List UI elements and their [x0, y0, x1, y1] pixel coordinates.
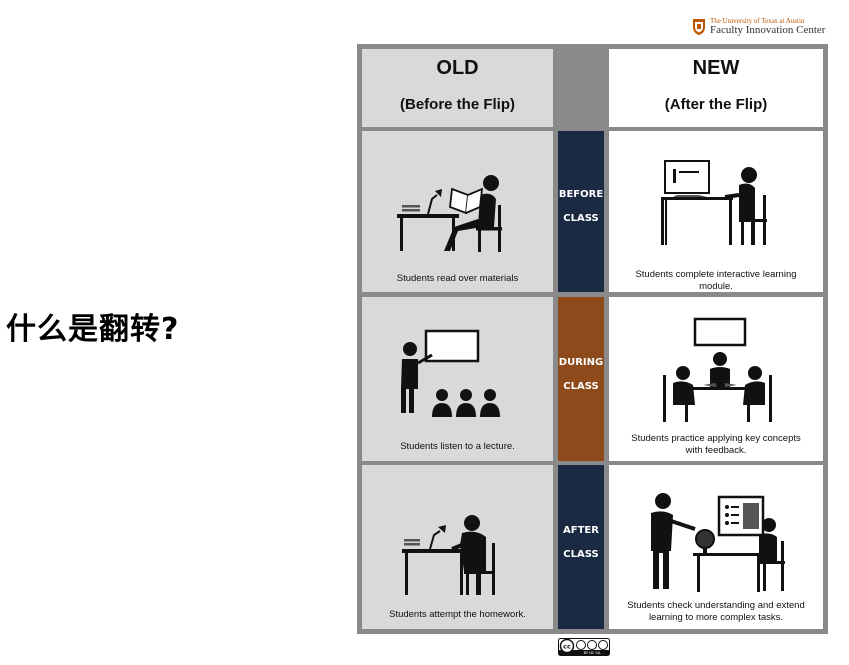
logo-line-1: The University of Texas at Austin — [710, 17, 805, 25]
new-after-class-cell: Students check understanding and extend … — [609, 465, 823, 629]
new-subtitle: (After the Flip) — [664, 96, 768, 113]
old-after-caption: Students attempt the homework. — [389, 609, 526, 620]
ut-austin-logo: The University of Texas at Austin Facult… — [692, 15, 825, 39]
student-reading-illustration — [397, 175, 502, 252]
cc-badge-text: cc — [563, 643, 571, 651]
old-during-class-cell: Students listen to a lecture. — [362, 297, 553, 461]
old-after-class-cell: Students attempt the homework. — [362, 465, 553, 629]
during-class-label: DURING CLASS — [558, 297, 604, 461]
old-title: OLD — [436, 57, 479, 79]
header-spacer — [558, 49, 604, 127]
old-during-caption: Students listen to a lecture. — [400, 441, 515, 452]
new-after-caption: Students check understanding and extend … — [627, 600, 805, 623]
during-label-top: DURING — [558, 357, 604, 368]
old-header: OLD (Before the Flip) — [362, 49, 553, 127]
student-homework-illustration — [402, 515, 495, 595]
student-online-module-illustration — [661, 160, 767, 245]
after-class-label: AFTER CLASS — [558, 465, 604, 629]
flipped-classroom-infographic: OLD (Before the Flip) NEW (After the Fli… — [357, 44, 828, 634]
creative-commons-license-icon: cc BY NC SA — [558, 638, 610, 656]
new-during-class-cell: Students practice applying key concepts … — [609, 297, 823, 461]
before-label-bottom: CLASS — [563, 213, 599, 224]
cc-attrs-text: BY NC SA — [584, 651, 601, 655]
logo-line-2: Faculty Innovation Center — [710, 24, 826, 36]
old-before-caption: Students read over materials — [396, 273, 519, 284]
new-before-caption: Students complete interactive learning m… — [635, 269, 797, 292]
group-practice-illustration — [663, 317, 772, 422]
after-label-top: AFTER — [563, 525, 599, 536]
new-title: NEW — [692, 57, 740, 79]
new-before-class-cell: Students complete interactive learning m… — [609, 131, 823, 292]
before-label-top: BEFORE — [558, 189, 604, 200]
new-header: NEW (After the Flip) — [609, 49, 823, 127]
check-understanding-illustration — [651, 493, 785, 592]
after-label-bottom: CLASS — [563, 549, 599, 560]
slide-title: 什么是翻转? — [6, 312, 180, 347]
old-before-class-cell: Students read over materials — [362, 131, 553, 292]
old-subtitle: (Before the Flip) — [400, 96, 515, 113]
new-during-caption: Students practice applying key concepts … — [631, 433, 801, 456]
during-label-bottom: CLASS — [563, 381, 599, 392]
lecture-illustration — [401, 329, 500, 417]
shield-icon — [693, 19, 705, 35]
before-class-label: BEFORE CLASS — [558, 131, 604, 292]
